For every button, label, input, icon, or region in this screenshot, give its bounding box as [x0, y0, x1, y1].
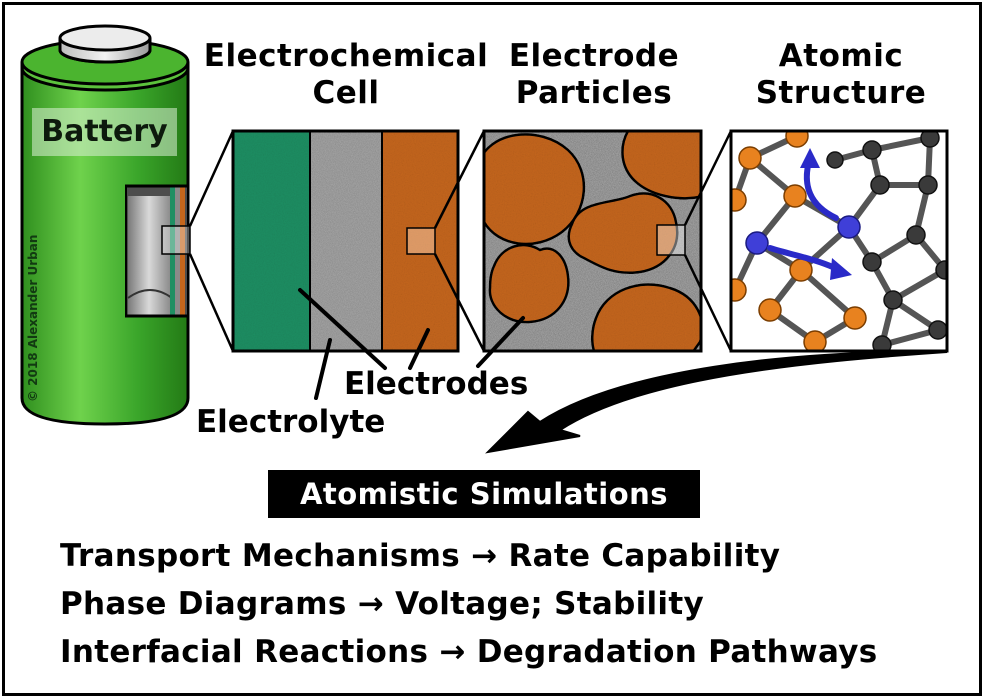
electrochemical-cell-panel [231, 129, 460, 353]
result-item-phase: Phase Diagrams → Voltage; Stability [60, 586, 704, 622]
heading-cell: Electrochemical Cell [196, 38, 496, 112]
simulation-results-list: Transport Mechanisms → Rate Capability P… [60, 532, 878, 676]
copyright-text: © 2018 Alexander Urban [26, 234, 40, 402]
heading-particles-line1: Electrode [508, 38, 680, 74]
label-pointers [298, 288, 525, 400]
zoom-lines-2 [433, 130, 486, 352]
heading-atomic-line1: Atomic [778, 38, 904, 74]
heading-cell-line2: Cell [312, 75, 380, 111]
heading-cell-line1: Electrochemical [203, 38, 489, 74]
battery-drawing [20, 24, 191, 426]
atomistic-simulations-title: Atomistic Simulations [268, 470, 700, 518]
curved-arrow [485, 350, 948, 454]
zoom-lines-1 [188, 130, 235, 352]
atomic-structure-panel [729, 129, 949, 353]
heading-particles-line2: Particles [515, 75, 673, 111]
result-item-transport: Transport Mechanisms → Rate Capability [60, 538, 781, 574]
zoom-lines-3 [683, 130, 733, 352]
heading-atomic: Atomic Structure [736, 38, 946, 112]
heading-particles: Electrode Particles [494, 38, 694, 112]
battery-label: Battery [32, 108, 177, 156]
electrolyte-label: Electrolyte [196, 404, 386, 440]
heading-atomic-line2: Structure [755, 75, 927, 111]
result-item-interfacial: Interfacial Reactions → Degradation Path… [60, 634, 878, 670]
electrodes-label: Electrodes [344, 366, 529, 402]
electrode-particles-panel [482, 129, 703, 353]
